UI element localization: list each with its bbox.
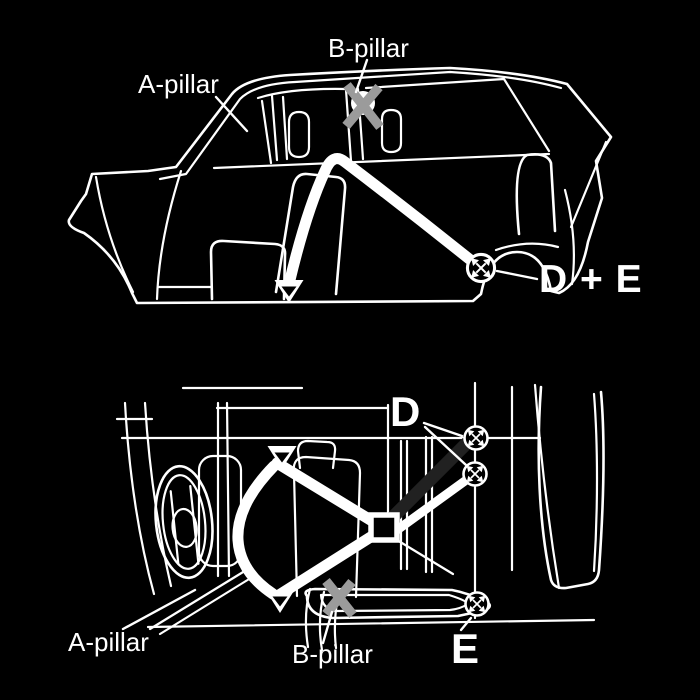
cable-branch-lower <box>273 527 383 601</box>
e-leader-line <box>459 616 473 632</box>
front-seat-outline <box>292 455 362 599</box>
floor-line <box>146 618 596 629</box>
a-pillar-leader-line <box>214 95 249 133</box>
circled-cross-arrows-icon <box>464 591 490 617</box>
beltline <box>212 152 551 170</box>
b-pillar-label: B-pillar <box>292 639 373 669</box>
cable-bow-arc <box>232 460 280 600</box>
steering-wheel-spokes <box>169 485 200 565</box>
b-pillar-label: B-pillar <box>328 33 409 63</box>
rear-door-outer-curve <box>533 383 561 590</box>
cargo-area-line <box>563 188 575 286</box>
headrest-outline <box>296 439 337 470</box>
a-pillar-label: A-pillar <box>138 69 219 99</box>
hidden-cable-run <box>382 436 474 528</box>
steering-wheel-hub <box>171 507 198 549</box>
d-plus-e-leader-line <box>495 269 539 281</box>
rear-door-window-outline <box>537 385 605 590</box>
interior-view-diagram: D E A-pillar B-pillar <box>68 381 605 672</box>
cable-to-grommet <box>388 473 474 538</box>
junction-box <box>368 512 400 543</box>
circled-cross-arrows-icon <box>463 425 489 451</box>
rear-seat-cushion <box>494 242 560 252</box>
sill-edge-lines <box>148 567 256 636</box>
steering-wheel-outer-rim <box>154 464 214 580</box>
car-body-outline <box>67 66 613 305</box>
down-triangle-marker-icon <box>265 590 295 613</box>
front-seat-cushion <box>209 239 287 301</box>
a-pillar-label: A-pillar <box>68 627 149 657</box>
windshield-inner-line <box>158 70 563 181</box>
d-leader-lines <box>422 421 468 467</box>
steering-wheel <box>154 464 214 580</box>
e-label: E <box>451 625 479 672</box>
console-vertical-bar <box>216 401 231 578</box>
d-label: D <box>390 388 420 435</box>
cable-run <box>283 153 484 290</box>
dashboard-lines <box>115 386 542 440</box>
side-view-diagram: A-pillar B-pillar D + E <box>67 33 643 305</box>
gray-x-marker-icon <box>342 82 384 130</box>
seatbelt-lines <box>270 94 289 162</box>
circled-cross-arrows-icon <box>462 461 488 487</box>
b-pillar-leader-line <box>321 610 334 645</box>
gray-x-marker-icon <box>322 578 357 618</box>
seatbelt-guide-capsule <box>380 108 403 154</box>
d-plus-e-label: D + E <box>539 258 643 301</box>
down-triangle-marker-icon <box>274 280 304 303</box>
cable-branch-upper <box>271 457 383 530</box>
front-door-edge <box>155 169 213 301</box>
fender-seam-line <box>94 175 135 294</box>
rear-seat-back <box>515 153 557 236</box>
headrest-capsule <box>287 110 311 159</box>
a-pillar-curves <box>123 401 173 596</box>
seat-rail-line <box>395 538 455 576</box>
front-window-lines <box>256 87 347 165</box>
steering-wheel-inner-rim <box>161 474 207 570</box>
hatch-inner-line <box>569 140 608 229</box>
b-pillar-leader-line <box>354 58 369 94</box>
rear-window-lines <box>364 77 551 153</box>
a-pillar-leader-line <box>121 588 197 631</box>
rear-door-inner-line <box>592 392 599 573</box>
circled-cross-arrows-icon <box>465 252 497 284</box>
